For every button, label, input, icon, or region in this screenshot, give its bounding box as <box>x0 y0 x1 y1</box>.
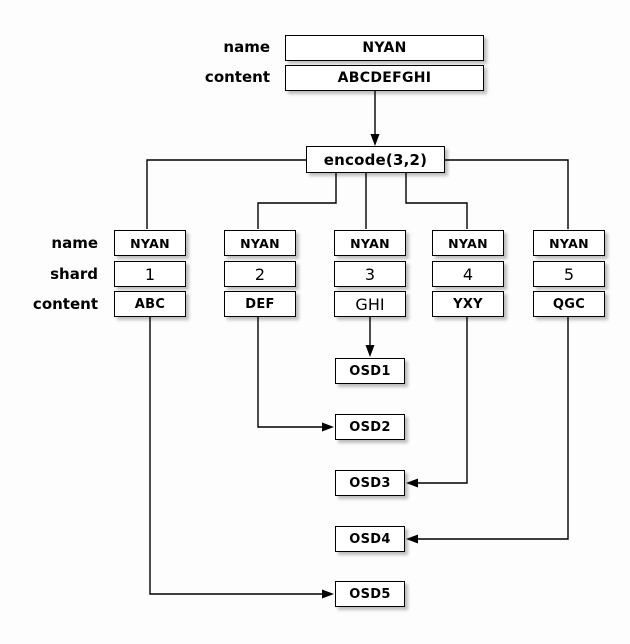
connector-shard5-to-osd4 <box>417 317 569 540</box>
shard1-number-box: 1 <box>114 261 186 287</box>
shard4-content-box: YXY <box>432 291 504 317</box>
arrowhead-right-osd5 <box>322 589 334 599</box>
object-name-label: name <box>223 38 270 56</box>
osd2-box: OSD2 <box>335 414 405 440</box>
shard3-content-box: GHI <box>334 291 406 317</box>
arrowhead-down-encode <box>370 134 380 146</box>
connector-shard2-to-osd2 <box>257 317 323 428</box>
connector-encode-to-shard1 <box>146 159 306 229</box>
connector-shard1-to-osd5 <box>149 317 323 595</box>
object-content-label: content <box>204 68 270 86</box>
encode-function-box: encode(3,2) <box>306 146 445 173</box>
osd3-box: OSD3 <box>335 470 405 496</box>
connector-encode-to-shard5 <box>445 159 569 229</box>
shard2-name-box: NYAN <box>224 230 296 256</box>
arrowhead-down-osd1 <box>365 345 375 357</box>
shard4-name-box: NYAN <box>432 230 504 256</box>
arrowhead-left-osd4 <box>406 534 418 544</box>
shard-row-content-label: content <box>32 295 98 313</box>
shard5-number-box: 5 <box>533 261 605 287</box>
osd5-box: OSD5 <box>335 581 405 607</box>
shard-row-shard-label: shard <box>50 265 98 283</box>
shard3-number-box: 3 <box>334 261 406 287</box>
connector-encode-to-shard2 <box>257 173 337 229</box>
shard5-name-box: NYAN <box>533 230 605 256</box>
shard2-number-box: 2 <box>224 261 296 287</box>
object-name-box: NYAN <box>285 35 484 61</box>
connector-encode-to-shard4 <box>405 173 468 229</box>
osd1-box: OSD1 <box>335 358 405 384</box>
shard4-number-box: 4 <box>432 261 504 287</box>
object-content-box: ABCDEFGHI <box>285 65 484 91</box>
arrowhead-left-osd3 <box>406 478 418 488</box>
connector-shard4-to-osd3 <box>417 317 468 484</box>
shard3-name-box: NYAN <box>334 230 406 256</box>
shard5-content-box: QGC <box>533 291 605 317</box>
shard1-content-box: ABC <box>114 291 186 317</box>
shard-row-name-label: name <box>51 234 98 252</box>
shard2-content-box: DEF <box>224 291 296 317</box>
arrowhead-right-osd2 <box>322 422 334 432</box>
shard1-name-box: NYAN <box>114 230 186 256</box>
osd4-box: OSD4 <box>335 526 405 552</box>
